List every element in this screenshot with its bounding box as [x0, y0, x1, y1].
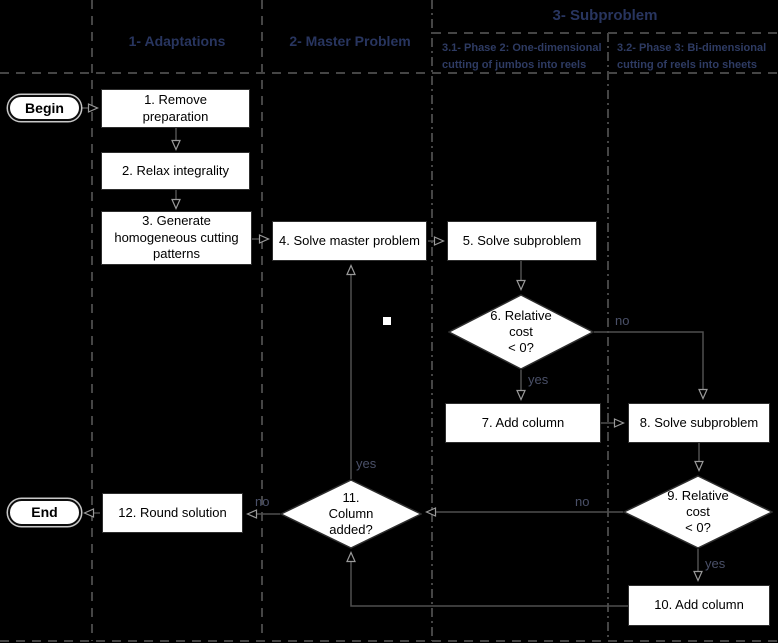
process-step2-relax-integrality: 2. Relax integrality	[101, 152, 250, 190]
process-step10-add-column: 10. Add column	[628, 585, 770, 626]
lane-title-subproblem-phase3: 3.2- Phase 3: Bi-dimensional cutting of …	[617, 42, 767, 71]
process-step8-solve-subproblem: 8. Solve subproblem	[628, 403, 770, 443]
lane-title-subproblem: 3- Subproblem	[552, 7, 658, 24]
process-step12-round-solution: 12. Round solution	[102, 493, 243, 533]
process-step1-remove-preparation: 1. Remove preparation	[101, 89, 250, 128]
lane-title-adaptations: 1- Adaptations	[128, 33, 226, 49]
edge-step6-no-to-step8	[594, 331, 708, 400]
decision-step9-label: 9. Relative cost < 0?	[667, 488, 729, 535]
white-square-artifact	[383, 317, 391, 325]
edge-step10-to-step11	[346, 551, 628, 607]
process-step4-solve-master-problem: 4. Solve master problem	[272, 221, 427, 261]
lane-title-subproblem-phase2: 3.1- Phase 2: One-dimensional cutting of…	[442, 42, 602, 71]
decision-step9-relative-cost: 9. Relative cost < 0?	[623, 475, 773, 549]
terminator-begin: Begin	[8, 95, 81, 121]
edge-label-step11-no: no	[255, 494, 270, 509]
process-step5-solve-subproblem: 5. Solve subproblem	[447, 221, 597, 261]
edge-label-step11-yes: yes	[356, 456, 377, 471]
lane-title-master-problem: 2- Master Problem	[289, 33, 411, 49]
decision-step9-shape	[623, 475, 773, 549]
decision-step6-shape	[448, 294, 594, 370]
process-step3-generate-patterns: 3. Generate homogeneous cutting patterns	[101, 211, 252, 265]
edge-label-step9-no: no	[575, 494, 590, 509]
edge-label-step6-no: no	[615, 313, 630, 328]
decision-step11-label: 11. Column added?	[328, 490, 374, 537]
decision-step6-label: 6. Relative cost < 0?	[490, 308, 552, 355]
decision-step6-relative-cost: 6. Relative cost < 0?	[448, 294, 594, 370]
edge-label-step6-yes: yes	[528, 372, 549, 387]
edge-label-step9-yes: yes	[705, 556, 726, 571]
decision-step11-shape	[280, 479, 422, 549]
decision-step11-column-added: 11. Column added?	[280, 479, 422, 549]
terminator-end: End	[8, 499, 81, 526]
process-step7-add-column: 7. Add column	[445, 403, 601, 443]
